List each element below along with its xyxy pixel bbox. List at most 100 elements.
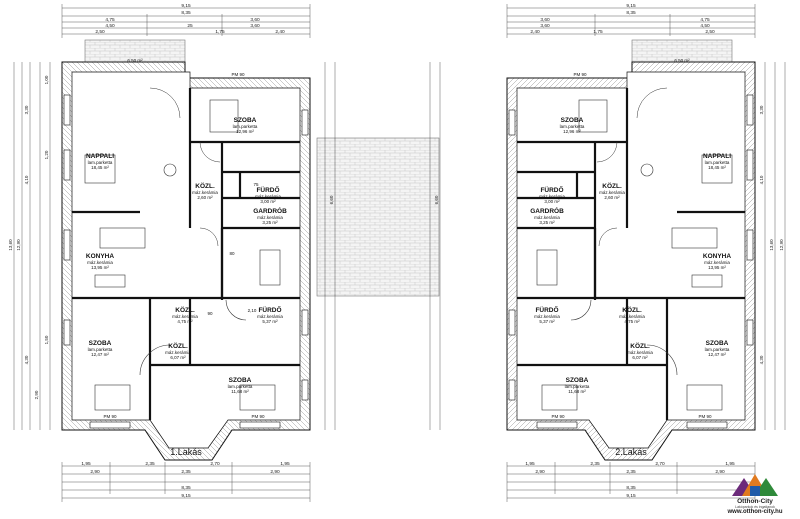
brand-logo: Otthon-City Lakóparkok és ingatlanok www…: [712, 470, 798, 516]
room-floor-1-10: lam.parketta: [228, 384, 253, 389]
dim-overall-top-1: 9,15: [181, 3, 191, 9]
room-area-1-2: 2,60 m²: [197, 195, 213, 200]
house-icon: [732, 474, 778, 496]
room-area-2-1: 2,60 m²: [604, 195, 620, 200]
door-tag-6: PM 90: [698, 414, 712, 419]
dim-middle-2: 6,60: [434, 195, 439, 204]
room-floor-2-10: lam.parketta: [565, 384, 590, 389]
room-floor-1-2: máz.kerámia: [192, 190, 218, 195]
room-area-2-3: 18,45 m²: [708, 165, 726, 170]
room-name-2-5: KONYHA: [703, 253, 731, 260]
dim-r3-left-2: 4,75: [700, 17, 710, 23]
room-name-1-6: KÖZL.: [175, 305, 195, 314]
room-area-2-2: 3,00 m²: [544, 199, 560, 204]
dim-r4-right-2: 3,60: [540, 23, 550, 29]
dim-side-total-inner: 12,90: [16, 239, 21, 251]
unit-label-2: 2.Lakás: [615, 447, 647, 457]
dim-side-c: 2,90: [34, 390, 39, 399]
room-name-2-9: SZOBA: [706, 340, 729, 347]
dim-side-b: 4,10: [24, 175, 29, 184]
room-floor-1-1: lam.parketta: [88, 160, 113, 165]
room-area-1-1: 18,45 m²: [91, 165, 109, 170]
inner-space: [71, 71, 301, 449]
room-area-2-10: 11,68 m²: [568, 389, 586, 394]
room-floor-2-0: lam.parketta: [560, 124, 585, 129]
dim-overall-top-2: 9,15: [626, 3, 636, 9]
dim-r3-right-2: 3,60: [540, 17, 550, 23]
room-name-2-8: KÖZL.: [630, 341, 650, 350]
dim-r5-a-2: 2,50: [705, 29, 715, 35]
dim-b1-c-2: 2,70: [655, 461, 665, 467]
room-name-1-4: GARDRÓB: [253, 206, 287, 215]
dim-side-f: 1,50: [44, 335, 49, 344]
door-tag-8: 80: [229, 251, 235, 256]
dim-r5-c-1: 2,40: [275, 29, 285, 35]
dim-b1-d-2: 1,95: [725, 461, 735, 467]
door-tag-10: 2,10: [248, 308, 257, 313]
room-name-1-9: KÖZL.: [168, 341, 188, 350]
room-floor-2-2: máz.kerámia: [539, 194, 565, 199]
dim-b2-b-2: 2,35: [626, 469, 636, 475]
room-floor-2-5: máz.kerámia: [704, 260, 730, 265]
room-name-1-8: SZOBA: [89, 340, 112, 347]
room-area-2-8: 6,07 m²: [632, 355, 648, 360]
room-name-2-3: NAPPALI: [703, 153, 731, 160]
room-name-1-7: FÜRDŐ: [258, 305, 281, 314]
dim-b-overall-1: 9,15: [181, 493, 191, 499]
room-area-2-0: 12,96 m²: [563, 129, 581, 134]
room-name-2-6: FÜRDŐ: [535, 305, 558, 314]
room-area-2-9: 12,47 m²: [708, 352, 726, 357]
room-floor-2-1: máz.kerámia: [599, 190, 625, 195]
room-floor-1-8: lam.parketta: [88, 347, 113, 352]
dimension-texts: 9,15 8,35 4,75 3,60 4,50 25 3,60 2,50 1,…: [8, 3, 784, 499]
room-name-1-3: FÜRDŐ: [256, 185, 279, 194]
terrace-area-1: 6,50 m²: [127, 58, 143, 63]
room-area-2-6: 5,37 m²: [539, 319, 555, 324]
dim-r3-left-1: 4,75: [105, 17, 115, 23]
room-name-2-1: KÖZL.: [602, 181, 622, 190]
door-tag-5: PM 90: [551, 414, 565, 419]
door-tag-9: 90: [207, 311, 213, 316]
room-floor-2-6: máz.kerámia: [534, 314, 560, 319]
dim-middle-1: 6,60: [329, 195, 334, 204]
dim-side-e: 1,20: [44, 150, 49, 159]
room-floor-2-4: máz.kerámia: [534, 215, 560, 220]
room-name-2-10: SZOBA: [566, 377, 589, 384]
door-tag-1: PM 90: [231, 72, 245, 77]
brand-name: Otthon-City: [737, 498, 773, 505]
unit-1: [61, 39, 311, 461]
dim-b2-c-1: 2,90: [270, 469, 280, 475]
dim-b1-b-2: 2,35: [590, 461, 600, 467]
dim-r4-right-1: 3,60: [250, 23, 260, 29]
dim-r4-mid-1: 25: [187, 23, 193, 29]
dim-side-g: 1,00: [44, 75, 49, 84]
dim-b-inner-1: 8,35: [181, 485, 191, 491]
room-name-1-1: NAPPALI: [86, 153, 114, 160]
room-floor-2-8: máz.kerámia: [627, 350, 653, 355]
room-floor-1-3: máz.kerámia: [255, 194, 281, 199]
dim-b1-a-1: 1,95: [81, 461, 91, 467]
dim-b-overall-2: 9,15: [626, 493, 636, 499]
dim-side-a-r: 3,30: [759, 105, 764, 114]
door-tag-4: PM 90: [573, 72, 587, 77]
room-floor-2-7: máz.kerámia: [619, 314, 645, 319]
room-floor-2-9: lam.parketta: [705, 347, 730, 352]
room-name-2-0: SZOBA: [561, 117, 584, 124]
dim-side-d-r: 4,30: [759, 355, 764, 364]
room-floor-1-6: máz.kerámia: [172, 314, 198, 319]
door-tag-3: PM 90: [251, 414, 265, 419]
dim-side-b-r: 4,10: [759, 175, 764, 184]
dim-b1-c-1: 2,70: [210, 461, 220, 467]
unit-2: [506, 39, 756, 461]
dim-r5-a-1: 2,50: [95, 29, 105, 35]
dim-side-total: 13,60: [8, 239, 13, 251]
dim-side-a: 3,30: [24, 105, 29, 114]
brand-url[interactable]: www.otthon-city.hu: [727, 509, 783, 515]
dim-r5-b-2: 1,75: [593, 29, 603, 35]
room-floor-1-0: lam.parketta: [233, 124, 258, 129]
room-name-1-2: KÖZL.: [195, 181, 215, 190]
room-area-1-10: 11,68 m²: [231, 389, 249, 394]
dim-b2-c-2: 2,90: [715, 469, 725, 475]
unit-label-1: 1.Lakás: [170, 447, 202, 457]
